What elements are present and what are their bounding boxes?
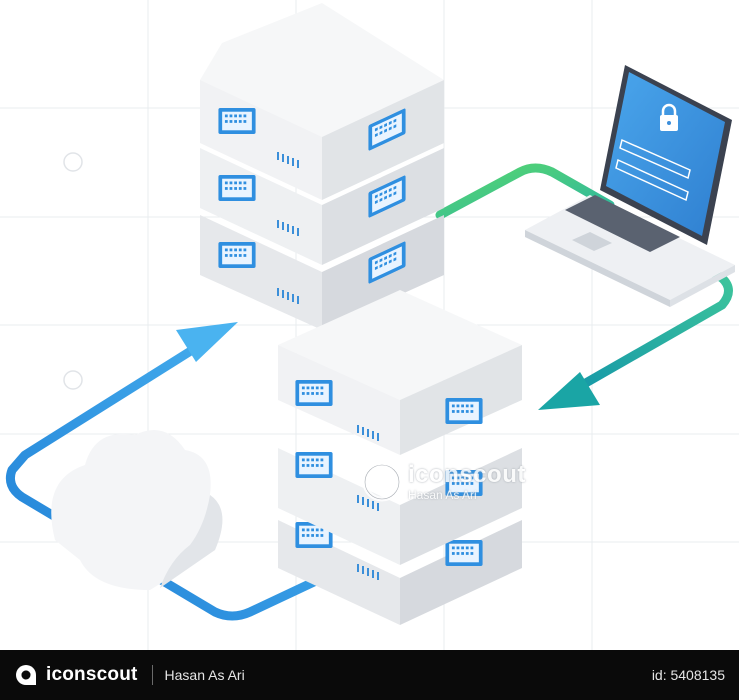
laptop-icon bbox=[525, 65, 735, 307]
iconscout-logo-icon bbox=[16, 665, 36, 685]
server-bottom-unit-1 bbox=[278, 290, 522, 455]
server-top-unit-2 bbox=[200, 148, 444, 265]
server-top-unit-3 bbox=[200, 215, 444, 330]
watermark-author: Hasan As Ari bbox=[408, 488, 477, 502]
server-icon bbox=[200, 3, 444, 330]
server-bottom-unit-3 bbox=[278, 520, 522, 625]
watermark-brand: iconscout bbox=[408, 461, 526, 488]
footer-bar: iconscout Hasan As Ari id: 5408135 bbox=[0, 650, 739, 700]
lock-icon bbox=[660, 103, 678, 131]
footer-divider bbox=[151, 665, 153, 685]
server-top-unit-1 bbox=[200, 3, 444, 200]
watermark: iconscout Hasan As Ari bbox=[362, 462, 526, 502]
cloud-icon bbox=[51, 430, 223, 590]
footer-brand: iconscout bbox=[46, 664, 138, 685]
footer-asset-id: id: 5408135 bbox=[651, 667, 725, 683]
footer-author[interactable]: Hasan As Ari bbox=[164, 667, 245, 683]
footer-logo[interactable]: iconscout bbox=[14, 663, 138, 687]
network-illustration bbox=[5, 3, 735, 625]
server-bottom-unit-2 bbox=[278, 448, 522, 565]
server-icon bbox=[278, 290, 522, 625]
iconscout-logo-icon bbox=[362, 462, 402, 502]
